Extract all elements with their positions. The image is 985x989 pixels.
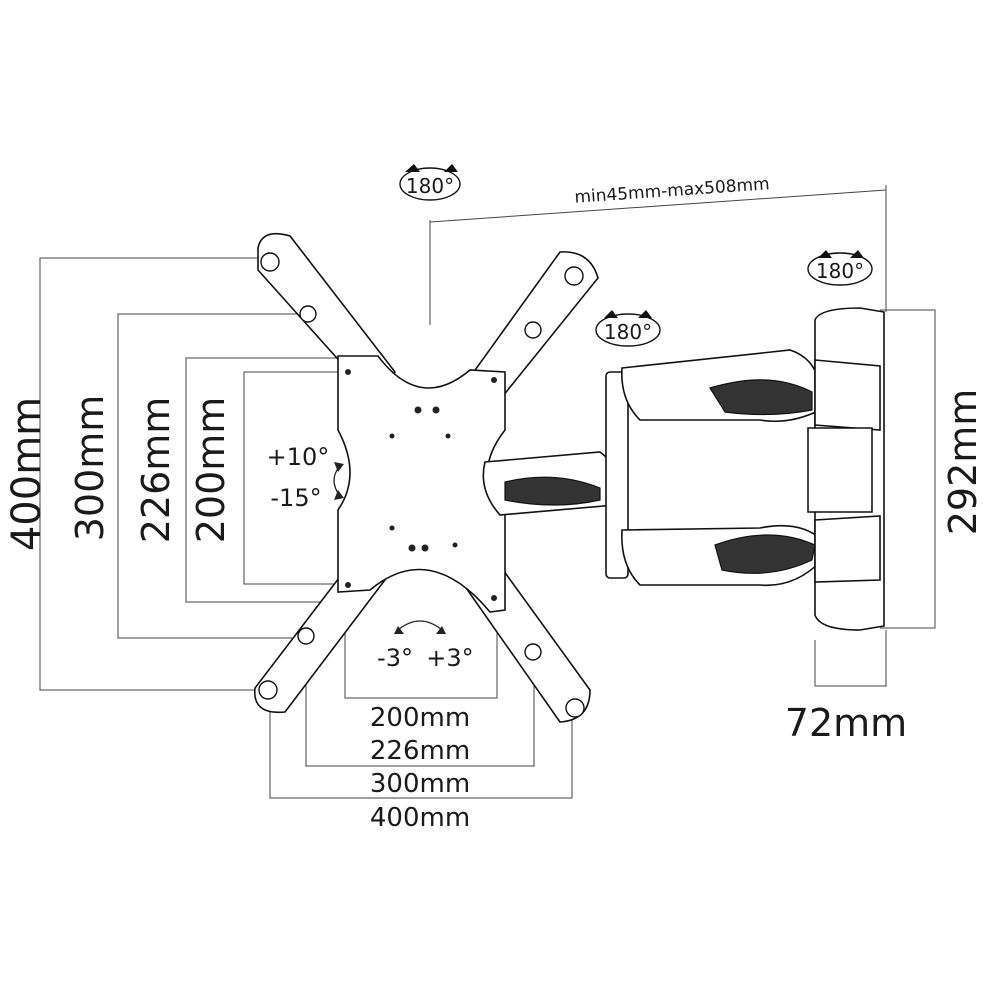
dim-v226-label: 226mm — [134, 397, 178, 544]
hole-ur-outer — [564, 266, 584, 286]
plate-hole — [432, 406, 440, 414]
dim-line-h400 — [269, 700, 573, 799]
rotation-ellipse — [399, 167, 461, 201]
dim-h300-label: 300mm — [370, 769, 470, 799]
plate-hole — [421, 544, 429, 552]
dim-line-72 — [814, 630, 887, 687]
dim-line-v200 — [243, 371, 345, 585]
dim-h200-label: 200mm — [370, 703, 470, 733]
vertical-dimension-labels: 400mm 300mm 226mm 200mm — [4, 395, 233, 551]
hole-ur-inner — [524, 321, 542, 339]
hole-ll-inner — [297, 627, 315, 645]
hole-lr-inner — [524, 643, 542, 661]
dim-v300-label: 300mm — [68, 395, 112, 542]
rotation-badge-right: 180° — [807, 250, 873, 286]
rotation-ellipse — [807, 252, 873, 286]
swivel-indicator: -3° +3° — [377, 620, 474, 672]
extension-dimension: min45mm-max508mm — [429, 174, 887, 325]
rotation-middle-label: 180° — [604, 320, 652, 344]
wall-plate-block-mid — [807, 427, 873, 513]
center-plate — [337, 355, 506, 613]
rotation-badge-middle: 180° — [595, 310, 661, 347]
tilt-arrows-icon — [334, 462, 344, 500]
plate-hole — [408, 544, 416, 552]
horizontal-dimension-labels: 200mm 226mm 300mm 400mm — [350, 700, 490, 833]
extension-label: min45mm-max508mm — [574, 174, 770, 208]
wallplate-dimensions — [814, 309, 936, 687]
rotation-right-label: 180° — [816, 259, 864, 283]
dim-line-v226 — [185, 357, 342, 603]
arm-connector-stripe — [504, 476, 601, 506]
rotation-badge-top: 180° — [399, 164, 461, 201]
plate-hole — [452, 542, 458, 548]
swivel-arrows-icon — [394, 626, 446, 634]
wall-plate — [807, 307, 885, 631]
dim-h226-label: 226mm — [370, 736, 470, 766]
tilt-indicator: +10° -15° — [267, 443, 344, 512]
rotation-arrows-icon — [604, 310, 652, 318]
hole-ul-inner — [299, 305, 317, 323]
pivot-column — [605, 371, 629, 579]
dim-line-v300 — [117, 313, 300, 639]
plate-hole — [389, 433, 395, 439]
hole-ll-outer — [258, 680, 278, 700]
plate-hole — [491, 595, 497, 601]
swivel-right-label: +3° — [426, 644, 473, 672]
rotation-top-label: 180° — [406, 174, 454, 198]
dim-line-v400 — [39, 257, 262, 691]
vertical-dimension-lines — [39, 257, 345, 691]
ext-line — [429, 189, 887, 223]
wall-plate-block-bottom — [814, 515, 881, 583]
hole-ul-outer — [260, 252, 280, 272]
swivel-left-label: -3° — [377, 644, 413, 672]
swivel-arc-icon — [397, 620, 443, 631]
label-backdrop — [350, 700, 490, 730]
plate-hole — [414, 406, 422, 414]
tilt-up-label: +10° — [267, 443, 330, 471]
tilt-down-label: -15° — [270, 484, 321, 512]
hole-lr-outer — [565, 698, 585, 718]
plate-hole — [491, 377, 497, 383]
vesa-bracket — [254, 232, 599, 723]
dim-line-h200 — [344, 590, 498, 699]
plate-hole — [345, 369, 351, 375]
wallplate-labels: 292mm 72mm — [785, 389, 985, 745]
dim-h400-label: 400mm — [370, 803, 470, 833]
dim-72-label: 72mm — [785, 701, 907, 745]
lower-arm-stripe — [714, 534, 816, 574]
label-backdrop — [350, 767, 490, 797]
rotation-arrows-icon — [818, 250, 864, 258]
plate-hole — [445, 433, 451, 439]
dim-v200-label: 200mm — [189, 397, 233, 544]
plate-hole — [345, 582, 351, 588]
upper-arm-stripe — [709, 379, 813, 416]
dim-line-h226 — [305, 630, 535, 767]
wall-plate-block-top — [814, 359, 881, 431]
dim-v400-label: 400mm — [4, 397, 50, 551]
plate-hole — [389, 525, 395, 531]
articulating-arm — [482, 349, 823, 587]
rotation-arrows-icon — [405, 164, 458, 172]
horizontal-dimension-lines — [269, 590, 573, 799]
dim-line-292 — [880, 309, 936, 629]
rotation-ellipse — [595, 313, 661, 347]
label-backdrop — [350, 734, 490, 764]
dim-292-label: 292mm — [941, 389, 985, 536]
